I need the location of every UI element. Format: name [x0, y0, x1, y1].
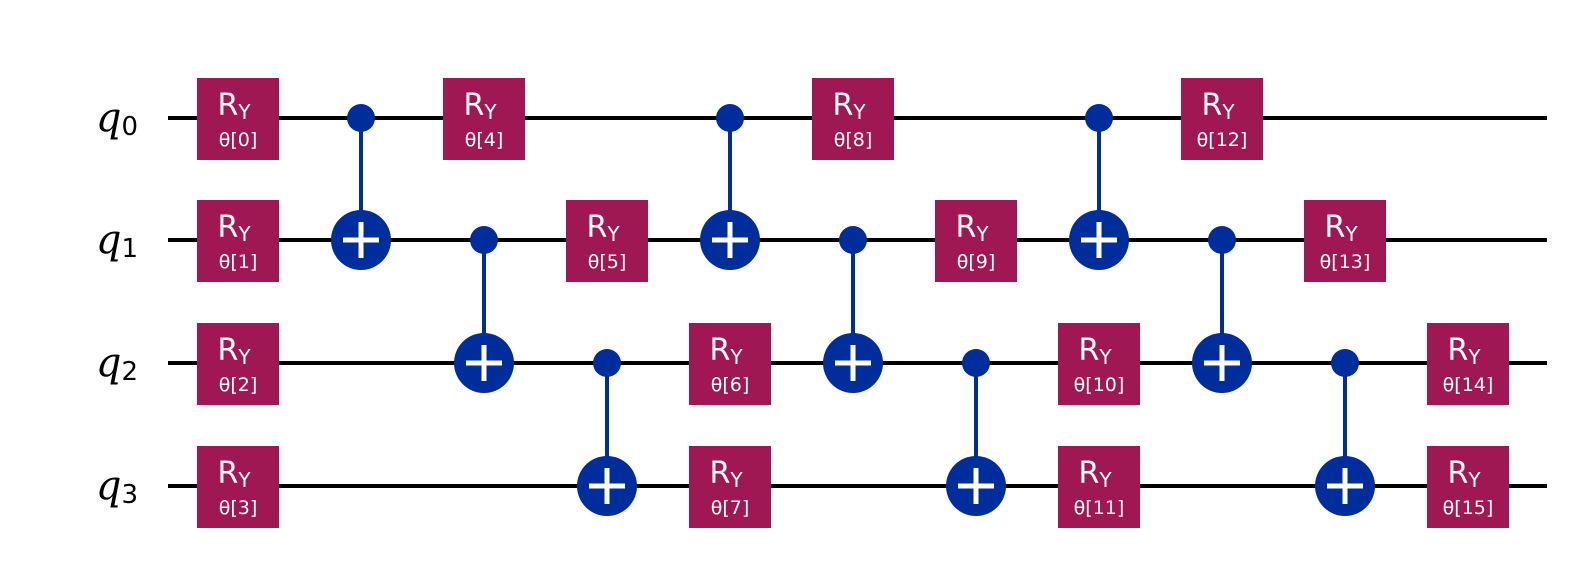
ry-gate-subscript: Y: [606, 222, 620, 246]
ry-gate-subscript: Y: [1467, 468, 1481, 492]
ry-gate-subscript: Y: [1098, 468, 1112, 492]
ry-gate-box: [566, 200, 648, 282]
ry-gate-label: RY: [709, 456, 743, 492]
qubit-labels: q0 q1 q2 q3: [96, 95, 138, 510]
ry-gate: RYθ[14]: [1427, 323, 1509, 405]
qubit-index: 3: [121, 480, 138, 510]
cnot-gate: [1315, 349, 1375, 516]
ry-gate-box: [1304, 200, 1386, 282]
ry-gate-subscript: Y: [237, 468, 251, 492]
ry-gate-param: θ[0]: [219, 129, 258, 151]
ry-gate-label: RY: [1078, 456, 1112, 492]
ry-gate-param: θ[11]: [1074, 497, 1125, 519]
qubit-label: q1: [96, 217, 138, 264]
ry-gate-box: [935, 200, 1017, 282]
ry-gate-box: [197, 446, 279, 528]
ry-gate: RY θ[15]: [1427, 446, 1509, 528]
ry-gate-subscript: Y: [237, 100, 251, 124]
qubit-index: 0: [121, 112, 138, 142]
ry-gate: RYθ[8]: [812, 78, 894, 160]
ry-gate-subscript: Y: [852, 100, 866, 124]
gates: RYθ[0]RYθ[1]RYθ[2]RYθ[3]RYθ[4]RYθ[5]RYθ[…: [197, 78, 1509, 528]
wires: [168, 116, 1547, 488]
ry-gate: RYθ[0]: [197, 78, 279, 160]
ry-gate-param: θ[9]: [957, 251, 996, 273]
ry-gate: RY θ[11]: [1058, 446, 1140, 528]
ry-gate-box: [197, 78, 279, 160]
ry-gate: RYθ[9]: [935, 200, 1017, 282]
ry-gate-subscript: Y: [975, 222, 989, 246]
qubit-label: q0: [96, 95, 138, 142]
ry-gate-box: [1427, 446, 1509, 528]
cnot-gate: [700, 104, 760, 270]
ry-gate-subscript: Y: [1344, 222, 1358, 246]
ry-gate-subscript: Y: [1467, 345, 1481, 369]
cnot-control-dot: [839, 226, 867, 254]
ry-gate-param: θ[1]: [219, 251, 258, 273]
ry-gate-param: θ[10]: [1074, 374, 1125, 396]
qubit-label: q3: [96, 463, 138, 510]
cnot-gate: [823, 226, 883, 393]
ry-gate: RYθ[10]: [1058, 323, 1140, 405]
ry-gate-subscript: Y: [729, 468, 743, 492]
cnot-control-dot: [962, 349, 990, 377]
ry-gate: RYθ[1]: [197, 200, 279, 282]
ry-gate-subscript: Y: [1098, 345, 1112, 369]
cnot-gate: [1192, 226, 1252, 393]
cnot-control-dot: [716, 104, 744, 132]
ry-gate-param: θ[7]: [711, 497, 750, 519]
ry-gate-param: θ[15]: [1443, 497, 1494, 519]
ry-gate: RYθ[13]: [1304, 200, 1386, 282]
ry-gate-box: [197, 200, 279, 282]
ry-gate: RYθ[5]: [566, 200, 648, 282]
ry-gate-subscript: Y: [1221, 100, 1235, 124]
ry-gate-param: θ[6]: [711, 374, 750, 396]
ry-gate-param: θ[14]: [1443, 374, 1494, 396]
ry-gate-param: θ[2]: [219, 374, 258, 396]
cnot-gate: [331, 104, 391, 270]
ry-gate: RY θ[7]: [689, 446, 771, 528]
ry-gate-param: θ[5]: [588, 251, 627, 273]
cnot-control-dot: [1208, 226, 1236, 254]
cnot-control-dot: [1085, 104, 1113, 132]
ry-gate-subscript: Y: [483, 100, 497, 124]
cnot-gate: [454, 226, 514, 393]
ry-gate-box: [689, 323, 771, 405]
ry-gate-box: [1427, 323, 1509, 405]
cnot-gate: [577, 349, 637, 516]
ry-gate-box: [812, 78, 894, 160]
cnot-control-dot: [1331, 349, 1359, 377]
ry-gate-subscript: Y: [237, 222, 251, 246]
ry-gate: RYθ[3]: [197, 446, 279, 528]
ry-gate-subscript: Y: [729, 345, 743, 369]
qubit-label: q2: [96, 340, 138, 387]
ry-gate: RYθ[12]: [1181, 78, 1263, 160]
qubit-index: 2: [121, 357, 138, 387]
cnot-control-dot: [470, 226, 498, 254]
ry-gate-box: [1058, 323, 1140, 405]
ry-gate-box: [443, 78, 525, 160]
ry-gate-param: θ[4]: [465, 129, 504, 151]
qubit-index: 1: [121, 234, 138, 264]
ry-gate-box: [1181, 78, 1263, 160]
ry-gate-box: [197, 323, 279, 405]
ry-gate-param: θ[12]: [1197, 129, 1248, 151]
cnot-gate: [1069, 104, 1129, 270]
ry-gate-box: [689, 446, 771, 528]
cnot-control-dot: [593, 349, 621, 377]
ry-gate-subscript: Y: [237, 345, 251, 369]
cnot-control-dot: [347, 104, 375, 132]
ry-gate-label: RY: [1447, 456, 1481, 492]
ry-gate-box: [1058, 446, 1140, 528]
ry-gate-param: θ[13]: [1320, 251, 1371, 273]
ry-gate-param: θ[8]: [834, 129, 873, 151]
ry-gate-param: θ[3]: [219, 497, 258, 519]
ry-gate: RYθ[2]: [197, 323, 279, 405]
ry-gate: RYθ[6]: [689, 323, 771, 405]
ry-gate: RYθ[4]: [443, 78, 525, 160]
cnot-gate: [946, 349, 1006, 516]
